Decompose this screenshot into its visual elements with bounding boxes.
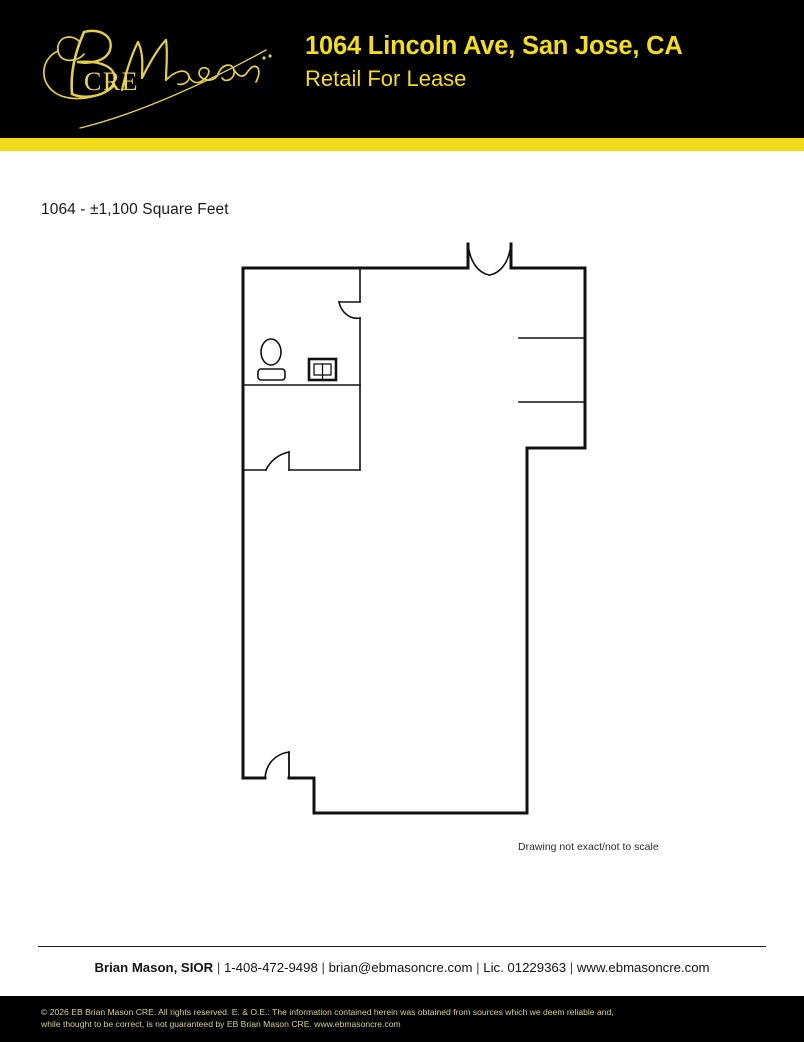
suite-size-label: 1064 - ±1,100 Square Feet	[41, 201, 229, 218]
entry-door-swing-right	[489, 243, 512, 276]
separator-1: |	[216, 960, 221, 975]
legal-disclaimer: © 2026 EB Brian Mason CRE. All rights re…	[41, 1006, 767, 1031]
header-accent-bar	[0, 138, 804, 151]
footer-contact-line: Brian Mason, SIOR | 1-408-472-9498 | bri…	[0, 960, 804, 975]
separator-4: |	[569, 960, 574, 975]
legal-line-1: © 2026 EB Brian Mason CRE. All rights re…	[41, 1007, 614, 1017]
drawing-disclaimer: Drawing not exact/not to scale	[518, 841, 659, 853]
suite-1064-floor-plan	[241, 242, 587, 815]
footer-divider	[38, 946, 766, 947]
page-title: 1064 Lincoln Ave, San Jose, CA	[305, 32, 683, 60]
company-website[interactable]: www.ebmasoncre.com	[576, 960, 710, 975]
toilet-tank-icon	[257, 368, 286, 381]
eb-mason-cre-logo: CRE	[18, 6, 278, 132]
logo-cre-text: CRE	[84, 67, 139, 96]
agent-name: Brian Mason, SIOR	[94, 960, 214, 975]
agent-license: Lic. 01229363	[483, 960, 567, 975]
legal-line-2: while thought to be correct, is not guar…	[41, 1019, 401, 1030]
floor-plan-container	[0, 230, 804, 830]
legal-band	[0, 996, 804, 1042]
sink-fixture	[307, 357, 338, 382]
separator-3: |	[476, 960, 480, 975]
header-title-block: 1064 Lincoln Ave, San Jose, CA Retail Fo…	[305, 31, 683, 93]
page-header: CRE 1064 Lincoln Ave, San Jose, CA Retai…	[0, 0, 804, 138]
separator-2: |	[321, 960, 325, 975]
logo-signature-icon: CRE	[43, 29, 272, 129]
agent-phone[interactable]: 1-408-472-9498	[223, 960, 318, 975]
entry-door-swing-left	[467, 243, 490, 276]
front-entry-double-door	[467, 243, 512, 276]
back-room-door-swing	[264, 451, 290, 472]
toilet-fixture	[257, 338, 286, 381]
agent-email[interactable]: brian@ebmasoncre.com	[328, 960, 473, 975]
toilet-bowl-icon	[260, 338, 282, 366]
page-subtitle: Retail For Lease	[305, 66, 467, 91]
rear-exit-door-swing	[264, 751, 290, 779]
restroom-door-swing	[338, 301, 361, 320]
